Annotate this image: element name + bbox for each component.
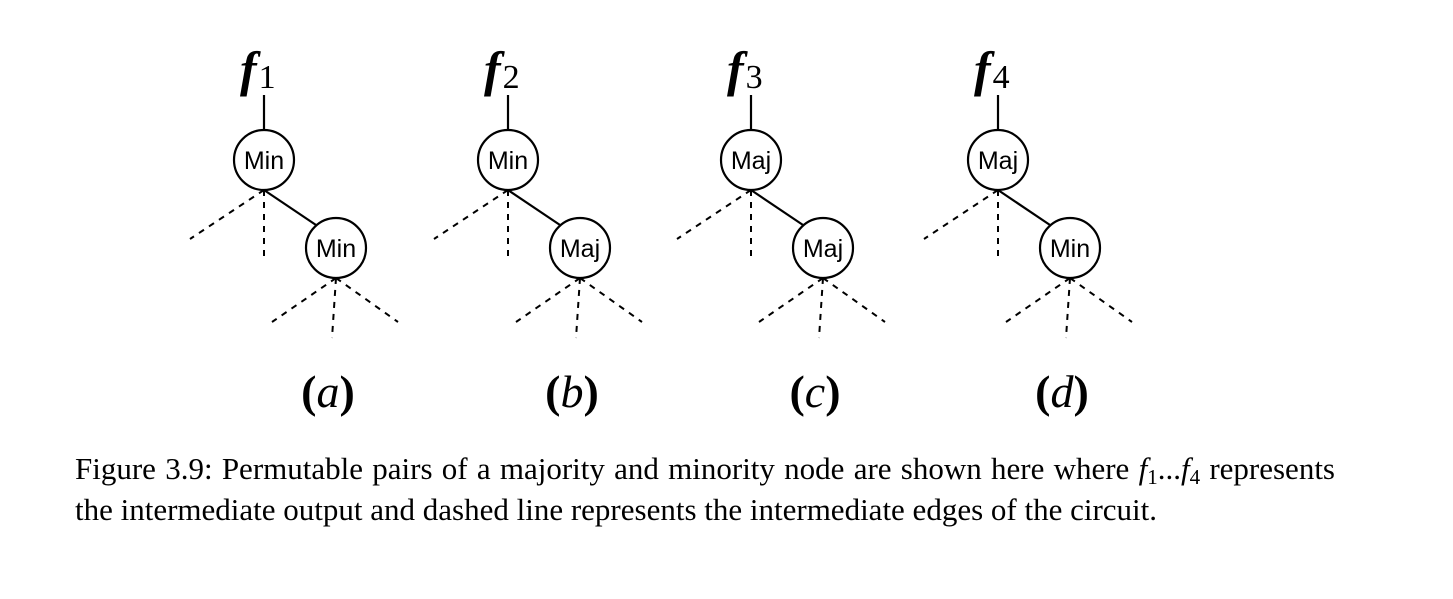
bottom-node-label: Maj	[560, 235, 600, 263]
panel-label-letter: c	[805, 366, 825, 417]
dashed-input-edge-right	[579, 277, 643, 323]
bottom-node-circle	[791, 216, 855, 280]
output-label-index: 2	[503, 59, 520, 96]
node-connection-edge	[750, 189, 804, 226]
top-node-circle	[476, 128, 540, 192]
dashed-input-edge-right	[822, 277, 886, 323]
panel-label-paren: (	[789, 366, 804, 417]
panel-label-paren: )	[825, 366, 840, 417]
caption-range-ellipsis: ...	[1157, 451, 1181, 486]
top-node-label: Maj	[731, 147, 771, 175]
output-label-letter: f	[727, 41, 748, 97]
output-label-index: 1	[259, 59, 276, 96]
output-label-index: 3	[746, 59, 763, 96]
output-label: f2	[484, 41, 520, 97]
dashed-input-edge-left	[189, 189, 265, 240]
dashed-input-edge-middle	[331, 277, 337, 339]
output-label-letter: f	[974, 41, 995, 97]
panel-label: (d)	[1035, 366, 1089, 417]
panel-label-letter: b	[561, 366, 584, 417]
caption-range-start-letter: f	[1138, 451, 1148, 486]
top-node-circle	[719, 128, 783, 192]
bottom-node-circle	[548, 216, 612, 280]
node-connection-edge	[997, 189, 1051, 226]
top-node-label: Maj	[978, 147, 1018, 175]
panel-label-letter: d	[1051, 366, 1075, 417]
caption-range-end-index: 4	[1189, 465, 1201, 489]
caption-range-end-letter: f	[1180, 451, 1190, 486]
bottom-node-label: Min	[316, 235, 356, 263]
output-label-letter: f	[484, 41, 505, 97]
dashed-input-edge-left	[1005, 277, 1071, 323]
node-connection-edge	[263, 189, 317, 226]
panel-label-paren: )	[584, 366, 599, 417]
bottom-node-label: Min	[1050, 235, 1090, 263]
panel-label-paren: )	[1074, 366, 1089, 417]
dashed-input-edge-left	[758, 277, 824, 323]
dashed-input-edge-left	[433, 189, 509, 240]
caption-text-part-2: represents the intermediate output and d…	[75, 451, 1335, 527]
panel-label-paren: (	[545, 366, 560, 417]
panel-label: (b)	[545, 366, 599, 417]
panel-label-paren: (	[1035, 366, 1050, 417]
caption-text-part-1: Permutable pairs of a majority and minor…	[212, 451, 1139, 486]
bottom-node-circle	[304, 216, 368, 280]
output-label: f1	[240, 41, 276, 97]
bottom-node-label: Maj	[803, 235, 843, 263]
dashed-input-edge-middle	[575, 277, 581, 339]
top-node-label: Min	[488, 147, 528, 175]
caption-range-start-index: 1	[1147, 465, 1158, 489]
panel-label: (a)	[301, 366, 355, 417]
dashed-input-edge-middle	[818, 277, 824, 339]
dashed-input-edge-left	[271, 277, 337, 323]
top-node-circle	[232, 128, 296, 192]
bottom-node-circle	[1038, 216, 1102, 280]
dashed-input-edge-middle	[1065, 277, 1071, 339]
panel-label-letter: a	[317, 366, 340, 417]
panel-label: (c)	[789, 366, 840, 417]
dashed-input-edge-right	[335, 277, 399, 323]
output-label: f3	[727, 41, 763, 97]
panel-label-paren: )	[340, 366, 355, 417]
dashed-input-edge-left	[515, 277, 581, 323]
dashed-input-edge-left	[923, 189, 999, 240]
top-node-circle	[966, 128, 1030, 192]
output-label: f4	[974, 41, 1010, 97]
caption-label: Figure 3.9:	[75, 451, 213, 486]
dashed-input-edge-left	[676, 189, 752, 240]
output-label-letter: f	[240, 41, 261, 97]
figure-caption: Figure 3.9: Permutable pairs of a majori…	[75, 448, 1335, 530]
dashed-input-edge-right	[1069, 277, 1133, 323]
figure-diagram: MinMinf1(a)MinMajf2(b)MajMajf3(c)MajMinf…	[189, 41, 1133, 417]
top-node-label: Min	[244, 147, 284, 175]
panel-label-paren: (	[301, 366, 316, 417]
output-label-index: 4	[993, 59, 1010, 96]
node-connection-edge	[507, 189, 561, 226]
